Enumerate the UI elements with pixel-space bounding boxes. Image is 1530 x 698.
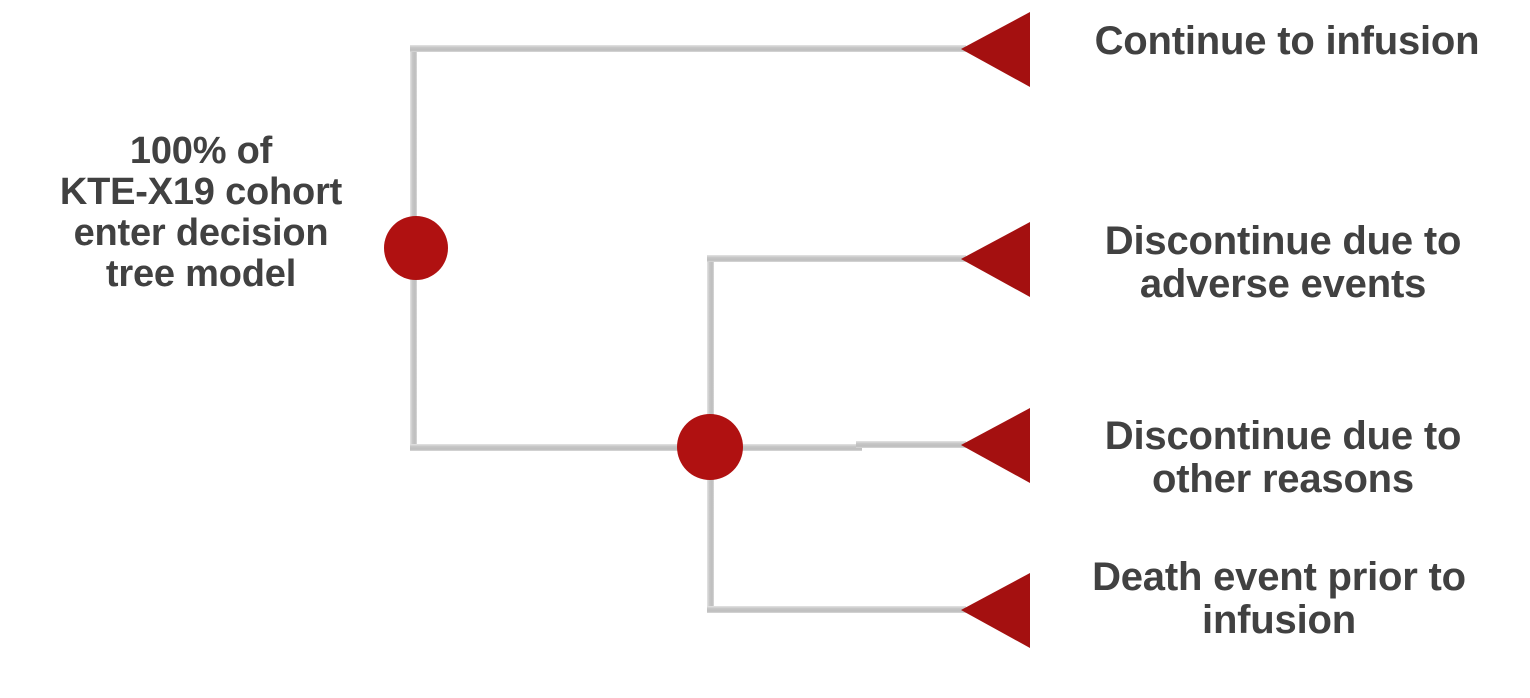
root-node-label: 100% of KTE-X19 cohort enter decision tr… — [59, 130, 343, 296]
second-decision-node[interactable] — [677, 414, 743, 480]
terminal-arrow-death-prior-infusion[interactable] — [961, 573, 1030, 648]
branch-second-to-other-reasons-segment-a — [707, 444, 862, 451]
branch-root-to-continue-infusion — [410, 45, 966, 52]
outcome-label-discontinue-other-reasons: Discontinue due to other reasons — [1104, 414, 1462, 502]
branch-second-to-adverse-events — [707, 255, 966, 262]
outcome-label-death-prior-infusion: Death event prior to infusion — [1092, 555, 1466, 643]
branch-root-to-second-node — [410, 444, 714, 451]
branch-second-to-death-event — [707, 606, 966, 613]
branch-second-to-other-reasons-segment-b — [856, 441, 966, 448]
outcome-label-continue-infusion: Continue to infusion — [1094, 19, 1480, 63]
root-decision-node[interactable] — [384, 216, 448, 280]
terminal-arrow-discontinue-adverse-events[interactable] — [961, 222, 1030, 297]
outcome-label-discontinue-adverse-events: Discontinue due to adverse events — [1104, 219, 1462, 307]
terminal-arrow-discontinue-other-reasons[interactable] — [961, 408, 1030, 483]
terminal-arrow-continue-infusion[interactable] — [961, 12, 1030, 87]
